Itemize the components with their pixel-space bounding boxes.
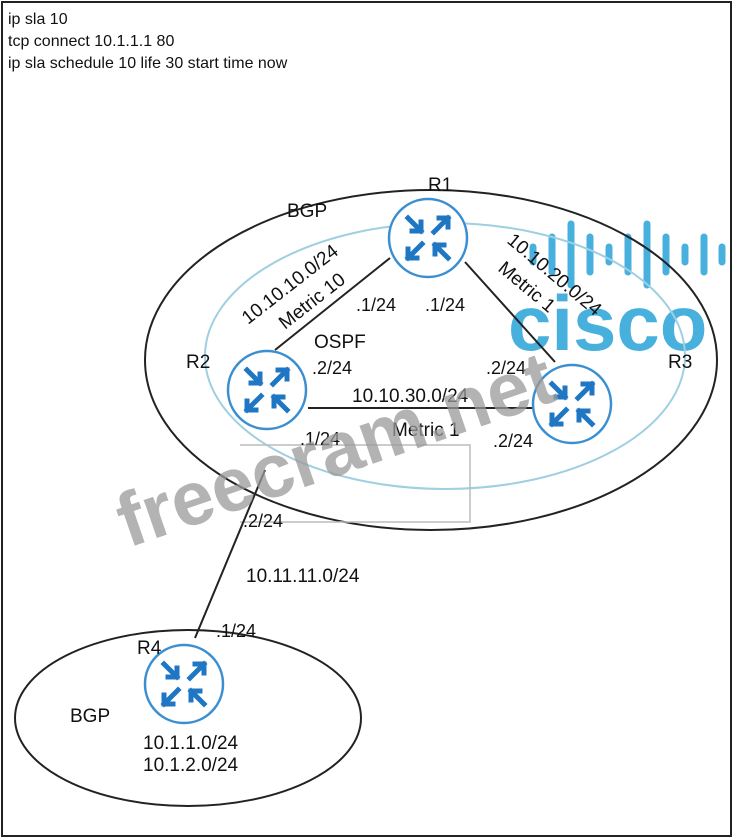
router-r1[interactable] bbox=[389, 199, 467, 277]
router-label-r3: R3 bbox=[668, 352, 692, 373]
link-r1-r3-r1-address: .1/24 bbox=[425, 295, 465, 315]
config-line-1: ip sla 10 bbox=[8, 11, 68, 28]
bgp-top-region bbox=[144, 189, 718, 531]
link-r1-r2-r1-address: .1/24 bbox=[356, 295, 396, 315]
link-r1-r2 bbox=[274, 257, 391, 351]
region-label-ospf: OSPF bbox=[314, 332, 366, 353]
cisco-logo-text: cisco bbox=[508, 279, 707, 367]
router-r2[interactable] bbox=[228, 351, 306, 429]
link-r1-r3-r3-address: .2/24 bbox=[486, 358, 526, 378]
r4-network-1: 10.1.1.0/24 bbox=[143, 733, 239, 754]
router-icon bbox=[228, 351, 306, 429]
link-r2-r3-network: 10.10.30.0/24 bbox=[352, 386, 469, 407]
region-label-bgp-top: BGP bbox=[287, 201, 327, 222]
config-line-3: ip sla schedule 10 life 30 start time no… bbox=[8, 55, 288, 72]
link-r2-r3-r3-address: .2/24 bbox=[493, 431, 533, 451]
link-r2-r3-metric: Metric 1 bbox=[392, 420, 460, 441]
background-artifact-box bbox=[240, 444, 471, 523]
router-label-r1: R1 bbox=[428, 175, 452, 196]
bgp-bottom-region bbox=[14, 629, 362, 807]
router-icon bbox=[389, 199, 467, 277]
config-line-2: tcp connect 10.1.1.1 80 bbox=[8, 33, 175, 50]
router-label-r4: R4 bbox=[137, 638, 162, 659]
router-label-r2: R2 bbox=[186, 352, 210, 373]
link-r2-r4-r4-address: .1/24 bbox=[216, 621, 256, 641]
link-r2-r4-network: 10.11.11.0/24 bbox=[246, 566, 360, 587]
link-r1-r2-r2-address: .2/24 bbox=[312, 358, 352, 378]
region-label-bgp-bottom: BGP bbox=[70, 706, 110, 727]
link-r1-r3 bbox=[464, 261, 556, 363]
link-r2-r4-r2-address: .2/24 bbox=[243, 511, 283, 531]
link-r2-r3-r2-address: .1/24 bbox=[300, 429, 340, 449]
r4-network-2: 10.1.2.0/24 bbox=[143, 755, 239, 776]
link-r2-r4 bbox=[194, 469, 266, 639]
